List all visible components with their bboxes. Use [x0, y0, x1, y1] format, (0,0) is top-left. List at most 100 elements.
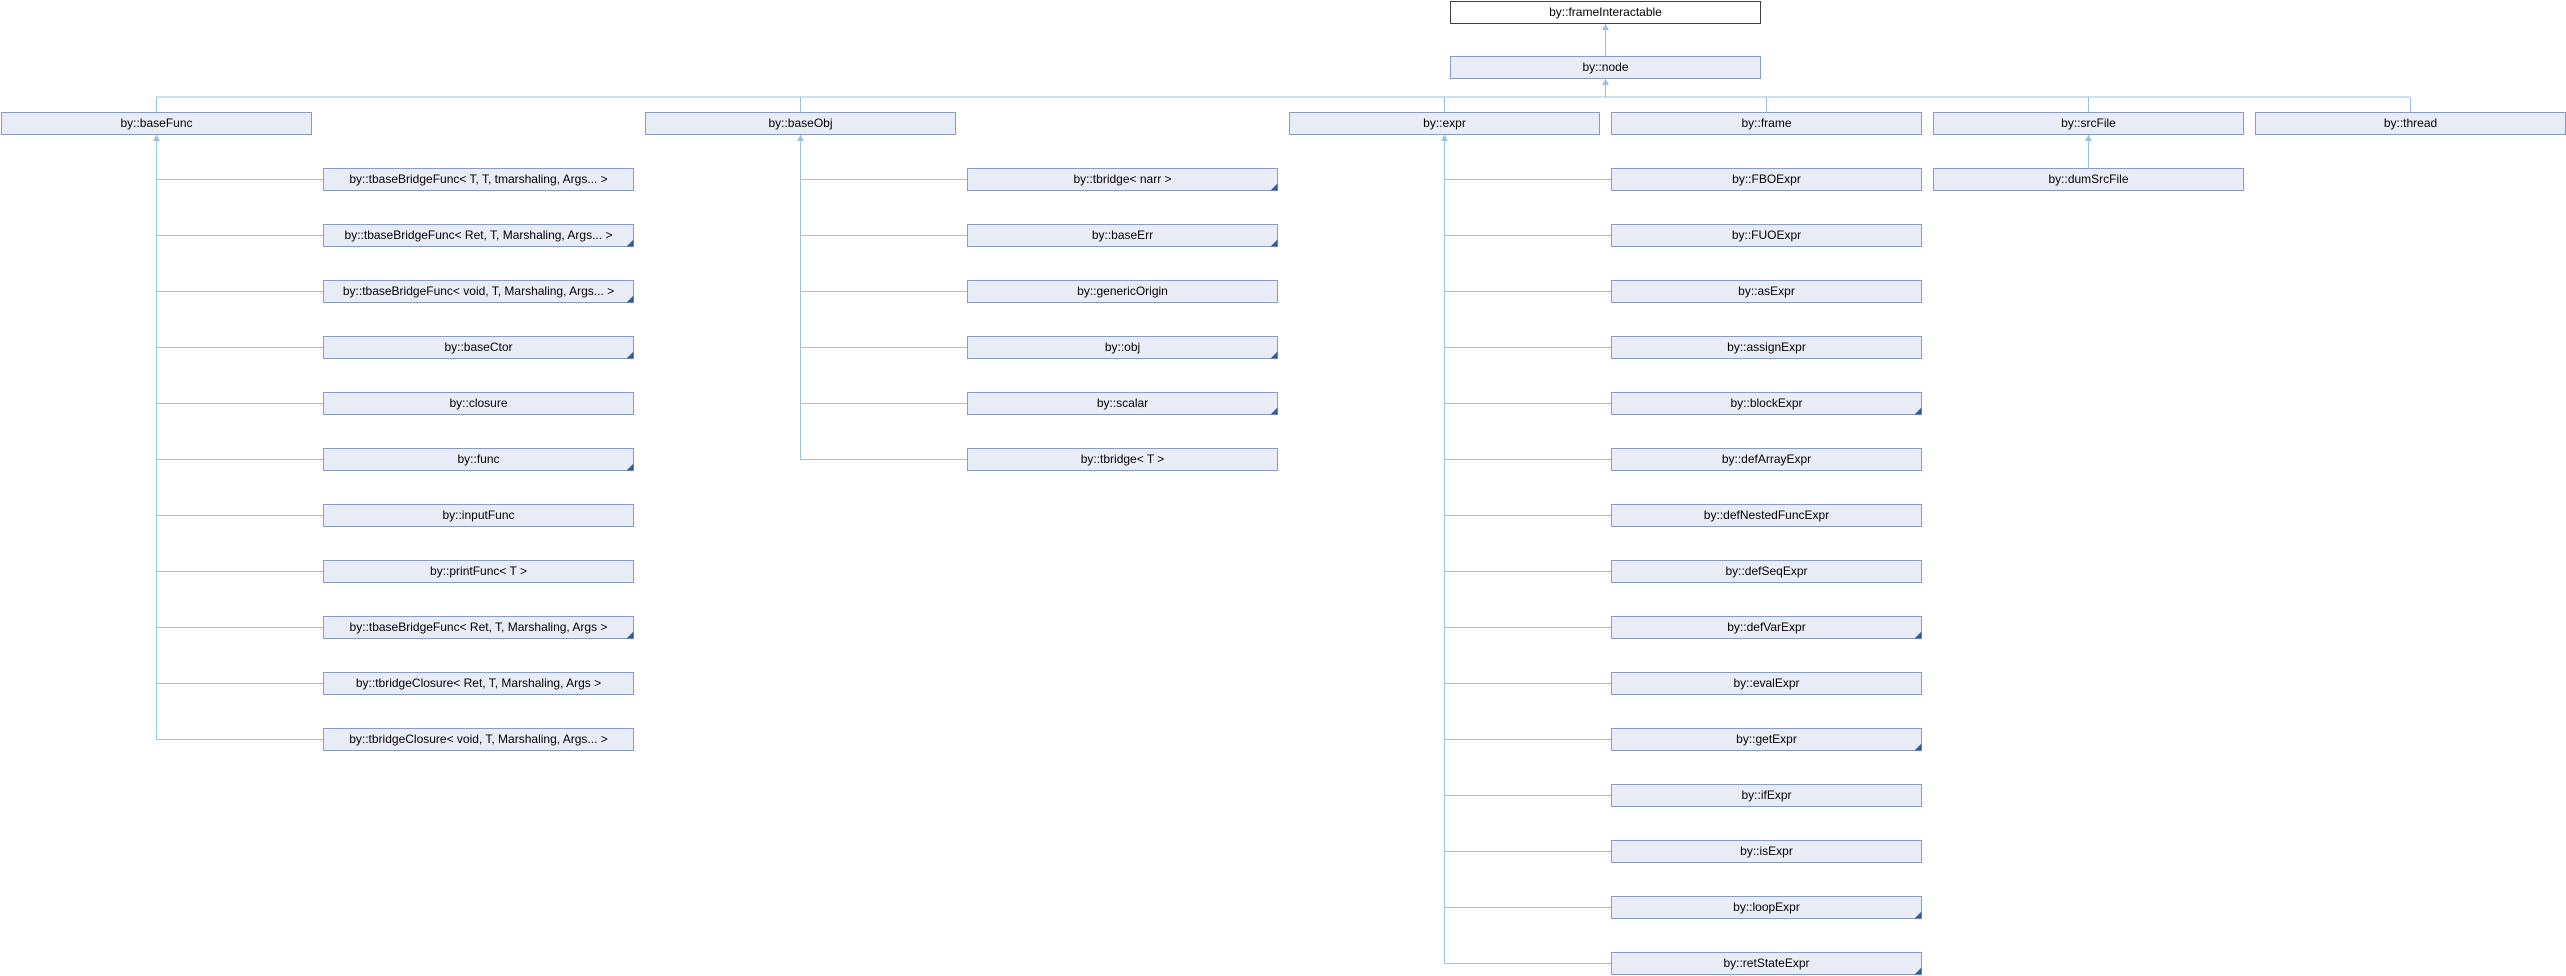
- class-node-ifexpr[interactable]: by::ifExpr: [1611, 784, 1922, 807]
- node-box: [967, 448, 1278, 471]
- node-box: [1289, 112, 1600, 135]
- class-node-tbridge-narr[interactable]: by::tbridge< narr >: [967, 168, 1278, 191]
- node-label: by::tbaseBridgeFunc< Ret, T, Marshaling,…: [350, 620, 608, 634]
- node-box: [323, 392, 634, 415]
- class-node-tbridgeclosure-ret-t-marshaling-args[interactable]: by::tbridgeClosure< Ret, T, Marshaling, …: [323, 672, 634, 695]
- more-descendants-marker: [1914, 911, 1922, 919]
- class-node-basector[interactable]: by::baseCtor: [323, 336, 634, 359]
- class-node-tbridgeclosure-void-t-marshaling-args[interactable]: by::tbridgeClosure< void, T, Marshaling,…: [323, 728, 634, 751]
- more-descendants-marker: [1270, 183, 1278, 191]
- class-node-blockexpr[interactable]: by::blockExpr: [1611, 392, 1922, 415]
- node-label: by::closure: [449, 396, 507, 410]
- class-node-asexpr[interactable]: by::asExpr: [1611, 280, 1922, 303]
- class-node-frameinteractable[interactable]: by::frameInteractable: [1450, 1, 1761, 24]
- node-label: by::FUOExpr: [1732, 228, 1801, 242]
- more-descendants-marker: [1914, 967, 1922, 975]
- node-label: by::obj: [1105, 340, 1140, 354]
- class-node-defseqexpr[interactable]: by::defSeqExpr: [1611, 560, 1922, 583]
- node-label: by::tbridge< narr >: [1073, 172, 1171, 186]
- node-label: by::asExpr: [1738, 284, 1795, 298]
- class-node-obj[interactable]: by::obj: [967, 336, 1278, 359]
- node-label: by::frame: [1741, 116, 1791, 130]
- node-label: by::tbaseBridgeFunc< Ret, T, Marshaling,…: [345, 228, 613, 242]
- class-node-thread[interactable]: by::thread: [2255, 112, 2566, 135]
- more-descendants-marker: [626, 295, 634, 303]
- node-box: [323, 336, 634, 359]
- class-node-baseobj[interactable]: by::baseObj: [645, 112, 956, 135]
- node-box: [1611, 616, 1922, 639]
- class-node-expr[interactable]: by::expr: [1289, 112, 1600, 135]
- node-label: by::blockExpr: [1730, 396, 1802, 410]
- class-node-retstateexpr[interactable]: by::retStateExpr: [1611, 952, 1922, 975]
- node-box: [323, 504, 634, 527]
- edges: [153, 24, 2411, 964]
- more-descendants-marker: [1270, 407, 1278, 415]
- more-descendants-marker: [1914, 743, 1922, 751]
- node-label: by::tbaseBridgeFunc< T, T, tmarshaling, …: [349, 172, 607, 186]
- node-label: by::expr: [1423, 116, 1466, 130]
- class-node-dumsrcfile[interactable]: by::dumSrcFile: [1933, 168, 2244, 191]
- node-box: [323, 280, 634, 303]
- class-node-genericorigin[interactable]: by::genericOrigin: [967, 280, 1278, 303]
- class-node-node[interactable]: by::node: [1450, 56, 1761, 79]
- class-node-fboexpr[interactable]: by::FBOExpr: [1611, 168, 1922, 191]
- node-box: [1611, 784, 1922, 807]
- inheritance-arrow: [1602, 79, 1609, 85]
- class-node-scalar[interactable]: by::scalar: [967, 392, 1278, 415]
- node-box: [1450, 1, 1761, 24]
- node-label: by::assignExpr: [1727, 340, 1806, 354]
- node-box: [323, 560, 634, 583]
- node-label: by::tbridgeClosure< void, T, Marshaling,…: [349, 732, 608, 746]
- node-box: [323, 672, 634, 695]
- node-box: [1611, 280, 1922, 303]
- class-node-defvarexpr[interactable]: by::defVarExpr: [1611, 616, 1922, 639]
- class-node-loopexpr[interactable]: by::loopExpr: [1611, 896, 1922, 919]
- node-box: [1611, 112, 1922, 135]
- class-node-defarrayexpr[interactable]: by::defArrayExpr: [1611, 448, 1922, 471]
- node-label: by::printFunc< T >: [430, 564, 527, 578]
- node-label: by::evalExpr: [1733, 676, 1799, 690]
- node-label: by::baseCtor: [444, 340, 512, 354]
- node-box: [1611, 560, 1922, 583]
- node-label: by::srcFile: [2061, 116, 2116, 130]
- class-node-func[interactable]: by::func: [323, 448, 634, 471]
- class-node-assignexpr[interactable]: by::assignExpr: [1611, 336, 1922, 359]
- inheritance-arrow: [153, 135, 160, 141]
- more-descendants-marker: [1914, 631, 1922, 639]
- class-node-printfunc-t[interactable]: by::printFunc< T >: [323, 560, 634, 583]
- node-label: by::FBOExpr: [1732, 172, 1801, 186]
- node-label: by::loopExpr: [1733, 900, 1800, 914]
- class-node-tbasebridgefunc-ret-t-marshaling-args[interactable]: by::tbaseBridgeFunc< Ret, T, Marshaling,…: [323, 224, 634, 247]
- class-node-tbridge-t[interactable]: by::tbridge< T >: [967, 448, 1278, 471]
- class-node-inputfunc[interactable]: by::inputFunc: [323, 504, 634, 527]
- node-box: [1611, 840, 1922, 863]
- class-node-srcfile[interactable]: by::srcFile: [1933, 112, 2244, 135]
- class-node-tbasebridgefunc-t-t-tmarshaling-args[interactable]: by::tbaseBridgeFunc< T, T, tmarshaling, …: [323, 168, 634, 191]
- node-box: [1, 112, 312, 135]
- more-descendants-marker: [1270, 239, 1278, 247]
- node-box: [1611, 448, 1922, 471]
- class-node-tbasebridgefunc-void-t-marshaling-args[interactable]: by::tbaseBridgeFunc< void, T, Marshaling…: [323, 280, 634, 303]
- class-node-getexpr[interactable]: by::getExpr: [1611, 728, 1922, 751]
- class-node-tbasebridgefunc-ret-t-marshaling-args[interactable]: by::tbaseBridgeFunc< Ret, T, Marshaling,…: [323, 616, 634, 639]
- more-descendants-marker: [626, 239, 634, 247]
- class-node-baseerr[interactable]: by::baseErr: [967, 224, 1278, 247]
- more-descendants-marker: [626, 463, 634, 471]
- class-node-basefunc[interactable]: by::baseFunc: [1, 112, 312, 135]
- class-node-fuoexpr[interactable]: by::FUOExpr: [1611, 224, 1922, 247]
- class-node-frame[interactable]: by::frame: [1611, 112, 1922, 135]
- node-box: [1611, 168, 1922, 191]
- node-label: by::func: [457, 452, 499, 466]
- class-node-defnestedfuncexpr[interactable]: by::defNestedFuncExpr: [1611, 504, 1922, 527]
- node-label: by::inputFunc: [442, 508, 514, 522]
- class-node-evalexpr[interactable]: by::evalExpr: [1611, 672, 1922, 695]
- node-box: [645, 112, 956, 135]
- class-node-closure[interactable]: by::closure: [323, 392, 634, 415]
- class-node-isexpr[interactable]: by::isExpr: [1611, 840, 1922, 863]
- node-label: by::baseErr: [1092, 228, 1153, 242]
- node-box: [323, 728, 634, 751]
- node-box: [1611, 336, 1922, 359]
- node-box: [323, 448, 634, 471]
